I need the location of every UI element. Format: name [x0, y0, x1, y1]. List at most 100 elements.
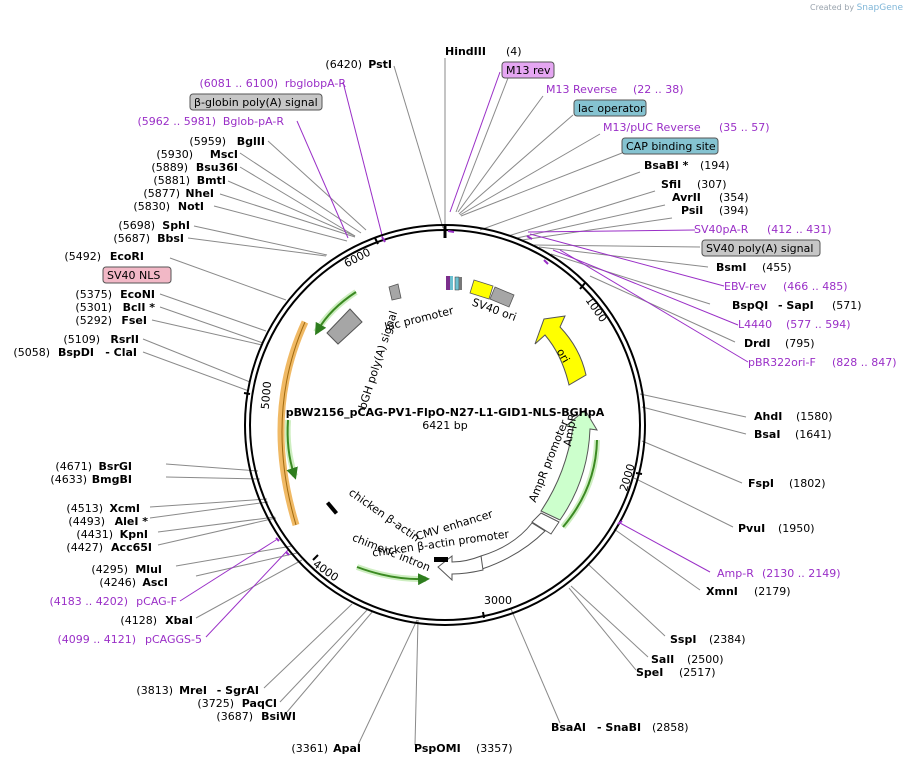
asci-pos: (4246) [99, 576, 136, 589]
acc65i-pos: (4427) [66, 541, 103, 554]
sphi-label: SphI [162, 219, 190, 232]
drdi-label: DrdI [744, 337, 771, 350]
alei-pos: (4493) [68, 515, 105, 528]
acc65i-label: Acc65I [111, 541, 152, 554]
mlui-label: MluI [135, 563, 162, 576]
bsrgi-pos: (4671) [55, 460, 92, 473]
sv40pa-pos: (412 .. 431) [767, 223, 832, 236]
snapgene-credit: Created by SnapGene [810, 3, 903, 13]
spei-pos: (2517) [679, 666, 716, 679]
bmti-pos: (5881) [153, 174, 190, 187]
hindiii-label: HindIII [445, 45, 486, 58]
intron-marker [434, 557, 448, 562]
xbai-pos: (4128) [120, 614, 157, 627]
noti-pos: (5830) [133, 200, 170, 213]
ahdi-label: AhdI [754, 410, 782, 423]
sapi-label: - SapI [778, 299, 814, 312]
l4440-label: L4440 [738, 318, 772, 331]
cba-marker [325, 501, 339, 515]
psti-label: PstI [368, 58, 392, 71]
kpni-pos: (4431) [76, 528, 113, 541]
ampr-primer-pos: (2130 .. 2149) [762, 567, 841, 580]
fsei-pos: (5292) [75, 314, 112, 327]
bsabi-label: BsaBI * [644, 159, 689, 172]
sali-label: SalI [651, 653, 674, 666]
pcaggs-label: pCAGGS-5 [145, 633, 202, 646]
avrii-pos: (354) [719, 191, 749, 204]
bmgbi-pos: (4633) [50, 473, 87, 486]
m13rev-box: M13 rev [506, 64, 551, 77]
sfii-pos: (307) [697, 178, 727, 191]
lac-operator-box: lac operator [578, 102, 645, 115]
sphi-pos: (5698) [118, 219, 155, 232]
sv40pa-label: SV40pA-R [694, 223, 749, 236]
tick-5000: 5000 [259, 381, 274, 410]
m13puc-label: M13/pUC Reverse [603, 121, 701, 134]
tick-3000: 3000 [484, 594, 512, 607]
fsei-label: FseI [121, 314, 147, 327]
apai-pos: (3361) [291, 742, 328, 755]
pspomi-pos: (3357) [476, 742, 513, 755]
bsaai-pos: (2858) [652, 721, 689, 734]
kpni-label: KpnI [120, 528, 148, 541]
bmgbi-label: BmgBI [92, 473, 132, 486]
avrii-label: AvrII [672, 191, 701, 204]
backbone [244, 224, 646, 626]
site-labels-right: HindIII (4) M13 Reverse (22 .. 38) M13/p… [414, 45, 897, 755]
plasmid-name: pBW2156_pCAG-PV1-FlpO-N27-L1-GID1-NLS-BG… [286, 406, 605, 419]
xbai-label: XbaI [165, 614, 193, 627]
m13puc-pos: (35 .. 57) [719, 121, 770, 134]
bglii-label: BglII [237, 135, 265, 148]
ampr-promoter-feature [531, 512, 560, 535]
drdi-pos: (795) [785, 337, 815, 350]
econi-pos: (5375) [75, 288, 112, 301]
fspi-pos: (1802) [789, 477, 826, 490]
psii-pos: (394) [719, 204, 749, 217]
bsai-pos: (1641) [795, 428, 832, 441]
paqci-pos: (3725) [197, 697, 234, 710]
plasmid-size: 6421 bp [422, 419, 467, 432]
m13reverse-label: M13 Reverse [546, 83, 617, 96]
bsiwi-pos: (3687) [216, 710, 253, 723]
site-labels-left: ApaI (3361) BsiWI (3687) PaqCI (3725) - … [13, 58, 392, 755]
cap-box: CAP binding site [626, 140, 716, 153]
sgrai-label: - SgrAI [217, 684, 259, 697]
paqci-label: PaqCI [242, 697, 277, 710]
tick-1000: 1000 [583, 294, 610, 324]
sspi-label: SspI [670, 633, 696, 646]
bsmi-pos: (455) [762, 261, 792, 274]
pcagf-pos: (4183 .. 4202) [49, 595, 128, 608]
mlui-pos: (4295) [91, 563, 128, 576]
ampr-feature [540, 409, 598, 521]
bsu36i-label: Bsu36I [196, 161, 238, 174]
sspi-pos: (2384) [709, 633, 746, 646]
ori-label: ori [554, 346, 572, 365]
apai-label: ApaI [333, 742, 361, 755]
bsmi-label: BsmI [716, 261, 747, 274]
xcmi-label: XcmI [109, 502, 140, 515]
hindiii-pos: (4) [506, 45, 522, 58]
orange-arc [277, 320, 309, 527]
pvui-pos: (1950) [778, 522, 815, 535]
sali-pos: (2500) [687, 653, 724, 666]
pcagf-label: pCAG-F [136, 595, 177, 608]
xcmi-pos: (4513) [66, 502, 103, 515]
bglob-pos: (5962 .. 5981) [137, 115, 216, 128]
nhei-label: NheI [185, 187, 214, 200]
pspomi-label: PspOMI [414, 742, 461, 755]
sv40-nls-box: SV40 NLS [107, 269, 160, 282]
econi-label: EcoNI [120, 288, 155, 301]
created-by-text: Created by [810, 3, 855, 12]
bsu36i-pos: (5889) [151, 161, 188, 174]
ori-feature [534, 315, 587, 386]
mrei-label: MreI [179, 684, 207, 697]
snapgene-brand: SnapGene [856, 3, 903, 13]
msci-label: MscI [210, 148, 238, 161]
sfii-label: SfiI [661, 178, 681, 191]
mcs-features [388, 276, 515, 308]
mrei-pos: (3813) [136, 684, 173, 697]
pvui-label: PvuI [738, 522, 765, 535]
spei-label: SpeI [636, 666, 663, 679]
psii-label: PsiI [681, 204, 703, 217]
tick-6000: 6000 [342, 246, 373, 271]
